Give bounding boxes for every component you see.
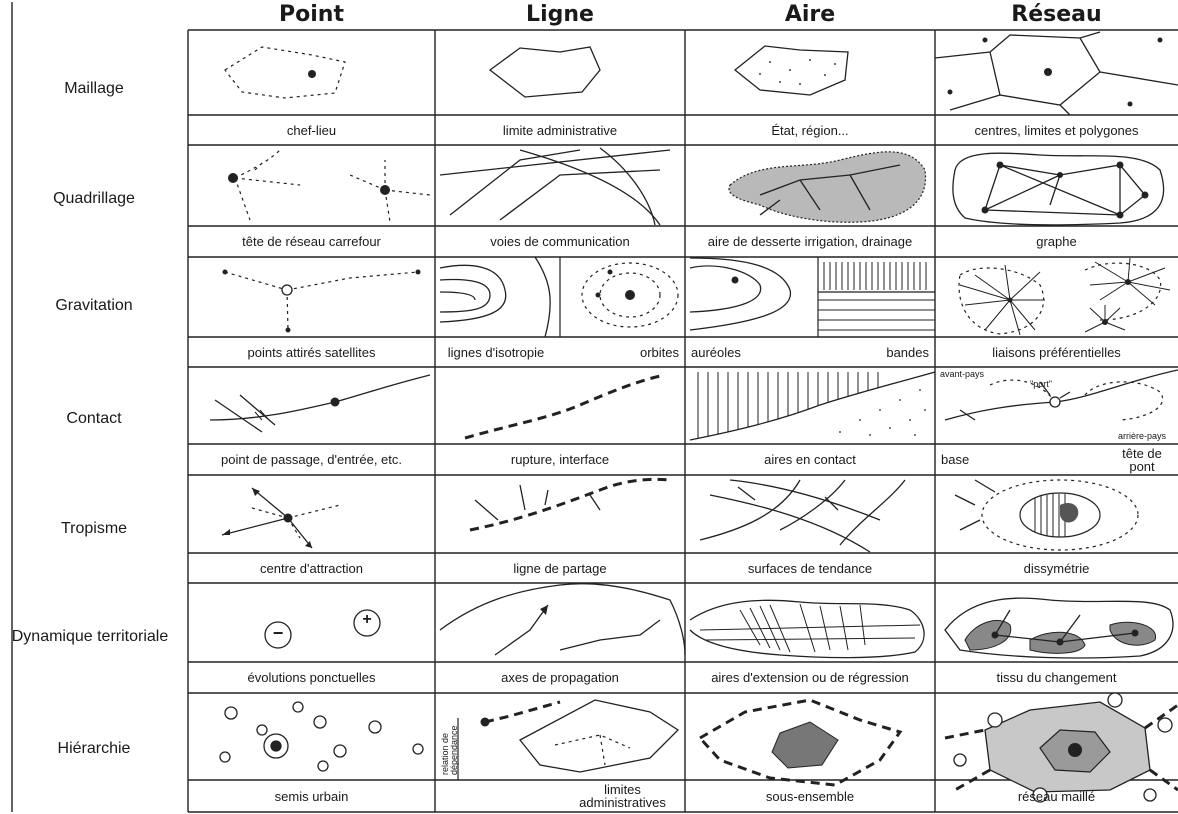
tropisme-ligne-icon	[470, 479, 670, 530]
column-header-aire: Aire	[685, 2, 935, 32]
dynamique-ligne-icon	[440, 584, 685, 655]
maillage-point-icon	[225, 47, 345, 98]
caption-hierarchie-aire: sous-ensemble	[685, 780, 935, 812]
caption-gravitation-ligne: lignes d'isotropie orbites	[435, 337, 685, 367]
label-avant-pays: avant-pays	[940, 370, 984, 379]
caption-dynamique-reseau: tissu du changement	[935, 662, 1178, 693]
dynamique-reseau-icon	[945, 598, 1173, 658]
row-label-dynamique-territoriale: Dynamique territoriale	[0, 628, 180, 646]
caption-dynamique-ligne: axes de propagation	[435, 662, 685, 693]
tropisme-reseau-icon	[955, 480, 1138, 550]
caption-contact-reseau: base tête de pont	[935, 444, 1178, 475]
maillage-reseau-icon	[935, 32, 1178, 115]
caption-maillage-reseau: centres, limites et polygones	[935, 115, 1178, 145]
caption-tropisme-ligne: ligne de partage	[435, 553, 685, 583]
hierarchie-ligne-icon	[458, 700, 678, 780]
dynamique-aire-icon	[690, 600, 924, 657]
quadrillage-point-icon	[228, 150, 430, 222]
caption-dynamique-point: évolutions ponctuelles	[188, 662, 435, 693]
quadrillage-ligne-icon	[440, 148, 670, 225]
row-label-gravitation: Gravitation	[0, 297, 188, 315]
caption-quadrillage-reseau: graphe	[935, 226, 1178, 257]
column-header-point: Point	[188, 2, 435, 32]
caption-hierarchie-ligne: limites administratives	[560, 780, 685, 812]
contact-ligne-icon	[465, 375, 665, 438]
caption-orbites: orbites	[640, 346, 679, 359]
row-label-contact: Contact	[0, 410, 188, 428]
caption-tropisme-point: centre d'attraction	[188, 553, 435, 583]
plus-symbol: +	[355, 611, 379, 629]
minus-symbol: −	[266, 623, 290, 644]
gravitation-ligne-icon	[440, 257, 678, 337]
caption-contact-ligne: rupture, interface	[435, 444, 685, 475]
caption-aureoles: auréoles	[691, 346, 741, 359]
caption-hierarchie-point: semis urbain	[188, 780, 435, 812]
row-label-hierarchie: Hiérarchie	[0, 740, 188, 758]
caption-dynamique-aire: aires d'extension ou de régression	[685, 662, 935, 693]
gravitation-point-icon	[223, 270, 421, 333]
label-relation-dependance: relation de dépendance	[441, 705, 459, 775]
maillage-ligne-icon	[490, 47, 600, 97]
quadrillage-reseau-icon	[953, 153, 1164, 225]
caption-maillage-ligne: limite administrative	[435, 115, 685, 145]
tropisme-aire-icon	[700, 480, 905, 552]
hierarchie-aire-icon	[700, 700, 900, 785]
row-label-quadrillage: Quadrillage	[0, 190, 188, 208]
caption-gravitation-reseau: liaisons préférentielles	[935, 337, 1178, 367]
caption-quadrillage-point: tête de réseau carrefour	[188, 226, 435, 257]
caption-contact-aire: aires en contact	[685, 444, 935, 475]
caption-tete-de-pont: tête de pont	[1112, 447, 1172, 473]
gravitation-reseau-icon	[959, 258, 1170, 335]
label-port: "port"	[1030, 380, 1052, 389]
caption-quadrillage-aire: aire de desserte irrigation, drainage	[685, 226, 935, 257]
caption-isotropie: lignes d'isotropie	[441, 346, 551, 359]
hierarchie-point-icon	[220, 702, 423, 771]
caption-tropisme-reseau: dissymétrie	[935, 553, 1178, 583]
caption-contact-point: point de passage, d'entrée, etc.	[188, 444, 435, 475]
caption-maillage-point: chef-lieu	[188, 115, 435, 145]
caption-gravitation-point: points attirés satellites	[188, 337, 435, 367]
column-header-reseau: Réseau	[935, 2, 1178, 32]
row-label-maillage: Maillage	[0, 80, 188, 98]
gravitation-aire-icon	[690, 257, 935, 337]
row-label-tropisme: Tropisme	[0, 520, 188, 538]
quadrillage-aire-icon	[729, 152, 926, 222]
maillage-aire-icon	[735, 46, 848, 95]
contact-aire-icon	[690, 372, 935, 444]
caption-base: base	[941, 453, 969, 466]
contact-point-icon	[210, 375, 430, 432]
caption-tropisme-aire: surfaces de tendance	[685, 553, 935, 583]
caption-hierarchie-reseau: réseau maillé	[935, 780, 1178, 812]
label-arriere-pays: arrière-pays	[1118, 432, 1166, 441]
caption-gravitation-aire: auréoles bandes	[685, 337, 935, 367]
column-header-ligne: Ligne	[435, 2, 685, 32]
caption-bandes: bandes	[886, 346, 929, 359]
caption-maillage-aire: État, région...	[685, 115, 935, 145]
tropisme-point-icon	[222, 488, 340, 548]
caption-quadrillage-ligne: voies de communication	[435, 226, 685, 257]
